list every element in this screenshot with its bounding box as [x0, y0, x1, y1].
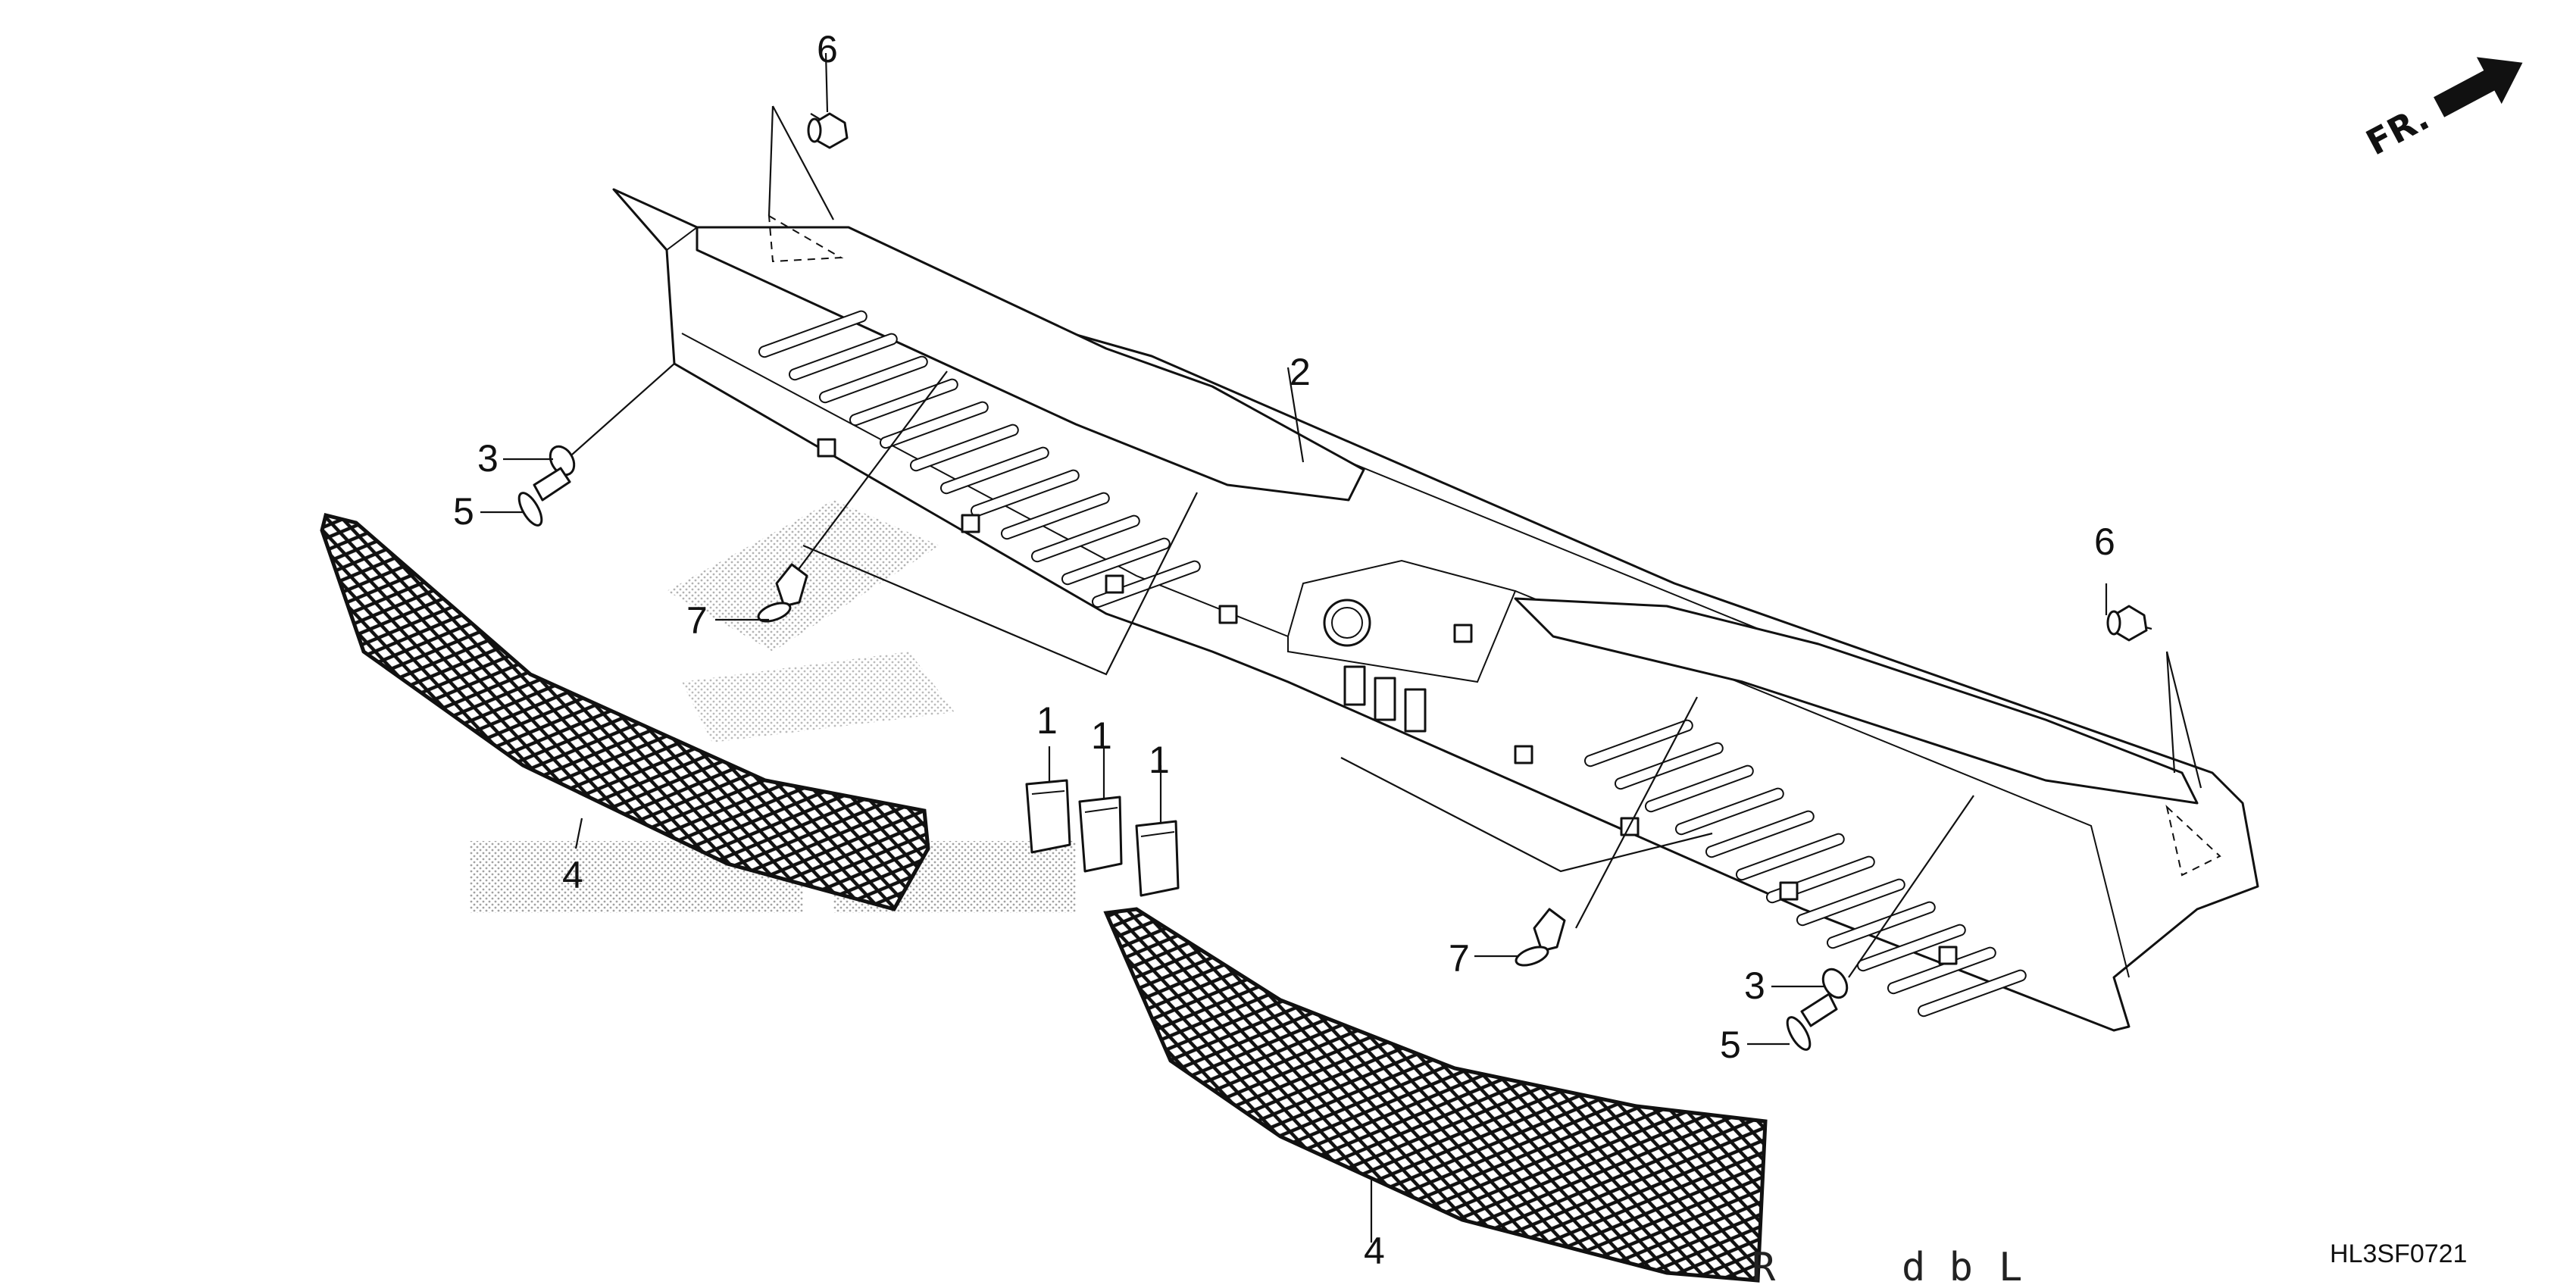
washer-right	[1821, 968, 1849, 999]
callout-1a: 1	[1036, 699, 1058, 742]
leader-dashed-left	[767, 214, 844, 263]
clip-top-left	[807, 112, 849, 149]
callout-4-left: 4	[562, 854, 583, 896]
bolt-left	[517, 467, 571, 527]
callout-2: 2	[1290, 351, 1311, 393]
ghost-text-r: R	[1752, 1245, 1776, 1288]
leader-lines	[571, 52, 2202, 1243]
tab-1c	[1135, 820, 1180, 897]
pin-right	[1515, 908, 1566, 967]
mesh-grille-right	[1103, 907, 1768, 1283]
callout-tails	[480, 458, 1824, 1046]
ghost-text-l: L	[1999, 1245, 2022, 1288]
tab-1a	[1025, 779, 1071, 854]
mesh-grille-left	[320, 512, 930, 911]
bolt-right	[1786, 993, 1838, 1051]
callout-1c: 1	[1149, 739, 1170, 781]
clip-top-right	[2106, 605, 2148, 642]
callout-1b: 1	[1091, 714, 1112, 757]
callout-4-right: 4	[1364, 1230, 1385, 1272]
emblem-socket	[1323, 599, 1371, 647]
front-direction-arrow: FR.	[2359, 57, 2523, 164]
garnish-panel	[612, 188, 2259, 1032]
callout-3-left: 3	[477, 437, 499, 480]
callout-6-right: 6	[2094, 521, 2115, 563]
callout-7-right: 7	[1449, 937, 1470, 980]
drawing-code: HL3SF0721	[2330, 1240, 2467, 1268]
callout-7-left: 7	[686, 599, 708, 642]
callout-3-right: 3	[1744, 964, 1765, 1007]
callout-5-right: 5	[1720, 1024, 1741, 1066]
callout-6-top: 6	[817, 28, 838, 70]
slot-row-left	[758, 310, 1201, 608]
callouts: 6 2 3 5 7 4 1 1 1 6 7 3 5 4	[453, 28, 2115, 1272]
fr-label: FR.	[2359, 97, 2436, 164]
washer-left	[549, 445, 576, 477]
callout-5-left: 5	[453, 490, 474, 533]
pin-left	[757, 563, 808, 623]
ghost-text-db: d b	[1902, 1245, 1973, 1288]
tab-1b	[1078, 796, 1123, 873]
